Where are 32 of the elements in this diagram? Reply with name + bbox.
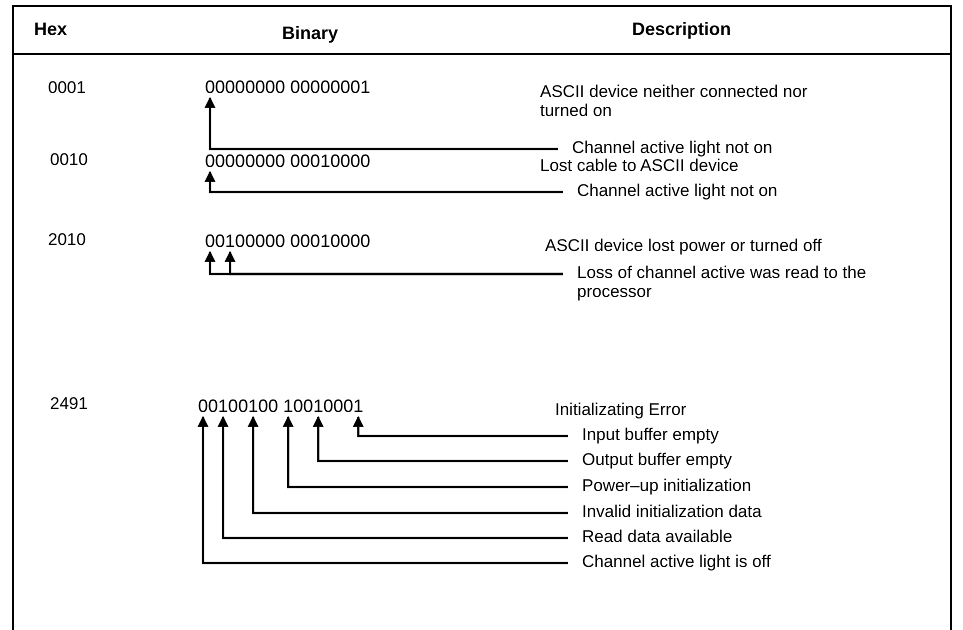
binary-value: 00100000 00010000 — [205, 230, 370, 252]
bit-description: Loss of channel active was read to the processor — [563, 263, 873, 301]
binary-value: 00000000 00010000 — [205, 150, 370, 172]
table-text: 0010 — [50, 150, 88, 169]
leader-arrow — [198, 416, 568, 564]
table-text: 2491 — [50, 394, 88, 413]
bit-description: Output buffer empty — [568, 450, 848, 469]
leader-arrow — [248, 416, 568, 514]
bit-description: Invalid initialization data — [568, 502, 848, 521]
table-text: ASCII device lost power or turned off — [545, 236, 823, 255]
bit-description: Power–up initialization — [568, 476, 848, 495]
bit-description: Read data available — [568, 527, 848, 546]
leader-arrow — [204, 96, 558, 150]
bit-description: Channel active light not on — [563, 181, 843, 200]
bit-description: Channel active light is off — [568, 552, 848, 571]
column-header: Binary — [282, 22, 338, 44]
bit-description: Channel active light not on — [558, 138, 838, 157]
leader-arrow — [352, 416, 568, 438]
bit-description: Input buffer empty — [568, 425, 848, 444]
leader-arrow — [282, 416, 568, 488]
leader-arrow — [312, 416, 568, 462]
table-text: ASCII device neither connected nor turned on — [540, 82, 808, 120]
column-header: Hex — [34, 18, 68, 40]
table-text: Initializating Error — [555, 400, 688, 419]
table-text: 0001 — [48, 78, 86, 97]
table-text: 2010 — [48, 230, 86, 249]
leader-arrow — [204, 170, 563, 194]
column-header: Description — [632, 18, 732, 40]
table-text: Lost cable to ASCII device — [540, 156, 740, 175]
binary-value: 00000000 00000001 — [205, 76, 370, 98]
leader-arrow — [218, 416, 568, 540]
binary-value: 00100100 10010001 — [198, 395, 364, 417]
